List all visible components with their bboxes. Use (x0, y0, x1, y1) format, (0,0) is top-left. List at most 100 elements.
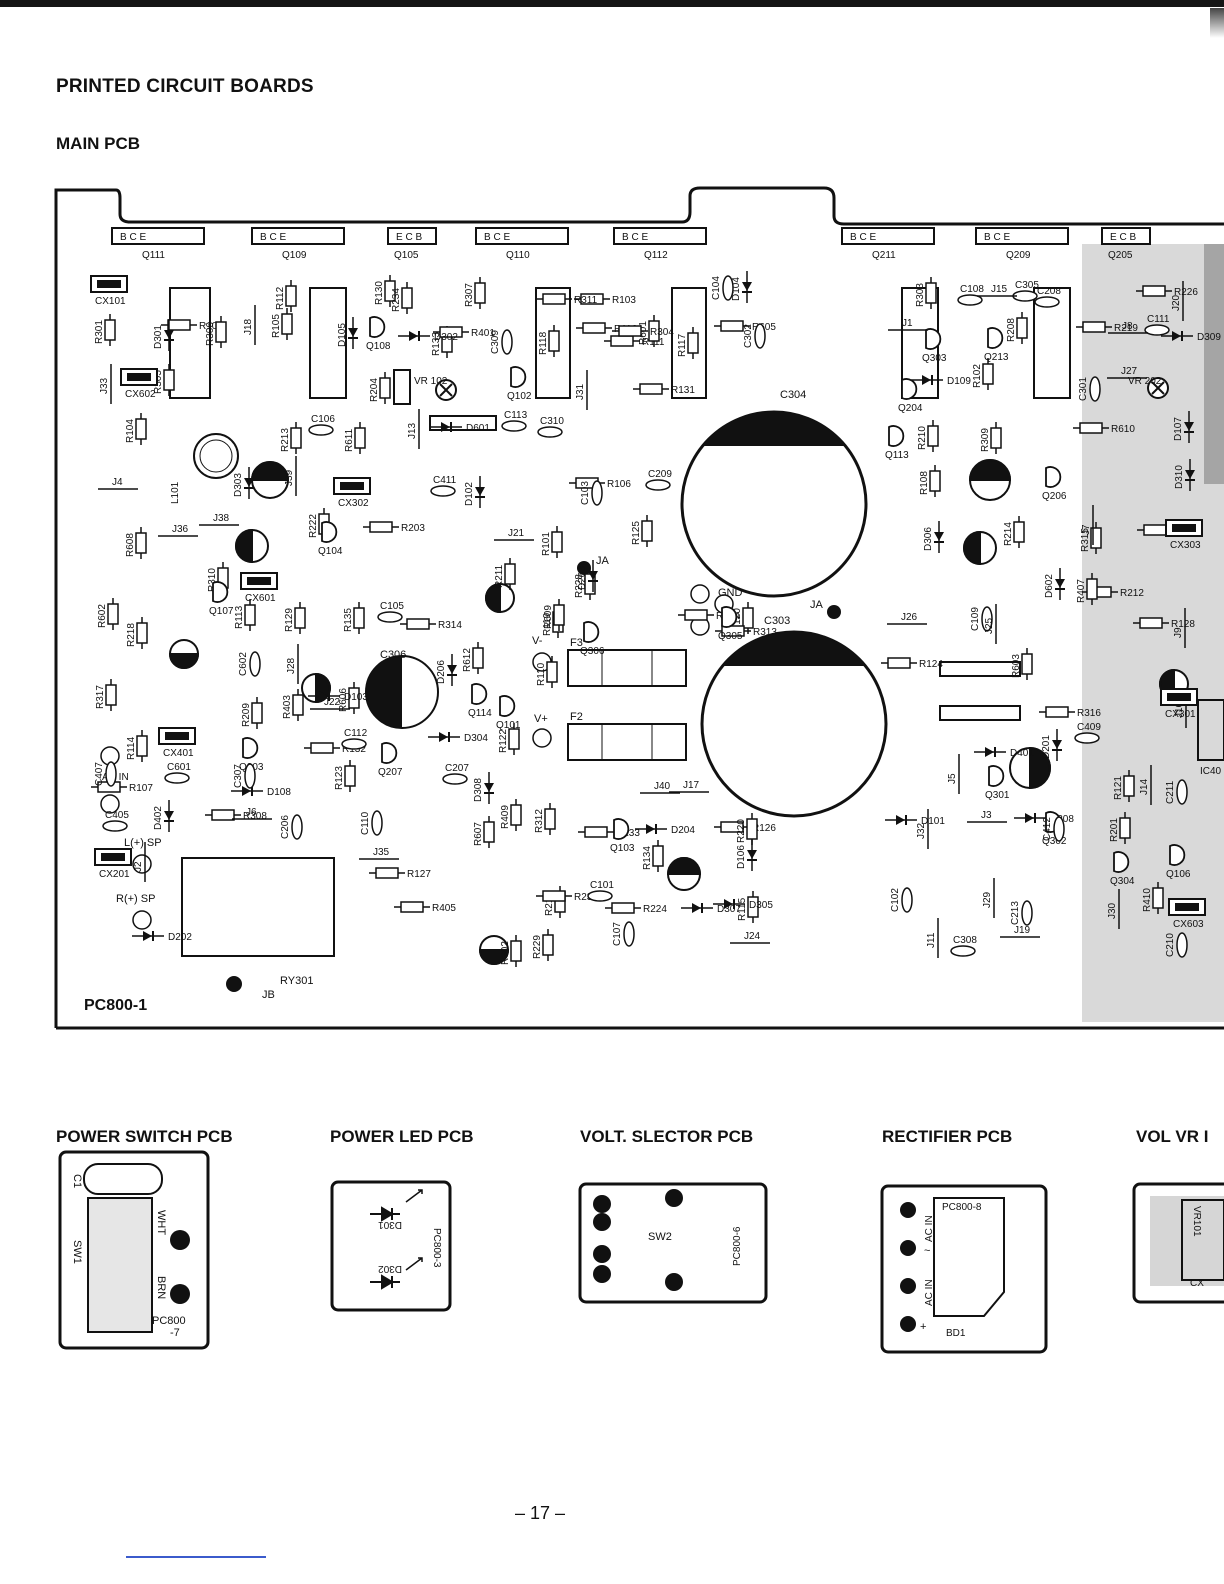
vol-vr-pcb-diagram: VR101 CX (1132, 1182, 1224, 1306)
resistor-label: R214 (1003, 522, 1014, 546)
capacitor-label: C103 (580, 481, 591, 505)
resistor-label: R117 (677, 333, 688, 357)
transistor-label: Q301 (985, 790, 1010, 801)
jumper-j8: J8 (1108, 321, 1148, 334)
resistor-r229: R229 (532, 929, 554, 961)
resistor-r108: R108 (919, 465, 941, 497)
jumper-label: J33 (99, 377, 110, 394)
volt-selector-pcb-title: VOLT. SLECTOR PCB (580, 1127, 754, 1146)
resistor-r102: R102 (972, 358, 994, 390)
capacitor-c306: C306 (365, 649, 439, 729)
resistor-label: R103 (612, 295, 636, 306)
jumper-label: J19 (1014, 925, 1031, 936)
capacitor-label: C213 (1010, 901, 1021, 925)
jumper-j7: J7 (1081, 505, 1094, 545)
jumper-j9: J9 (1173, 608, 1186, 648)
diode-label: D201 (1041, 735, 1052, 759)
capacitor-label: C113 (504, 410, 528, 421)
jumper-label: J22 (324, 697, 341, 708)
resistor-label: R134 (642, 846, 653, 870)
capacitor-c113: C113 (501, 410, 528, 432)
diode-d307: D307 (681, 903, 741, 915)
resistor-label: R119 (542, 612, 553, 636)
resistor-label: R609 (543, 605, 554, 629)
power-led-pcb-diagram: D301 D302 PC800-3 (330, 1180, 454, 1314)
resistor-label: R405 (432, 903, 456, 914)
fuse-f3: F3 (567, 637, 687, 687)
header-pins: B C E (622, 232, 648, 243)
resistor-r315: R315 (1080, 522, 1102, 554)
header-ref: Q205 (1108, 250, 1133, 261)
diode-d106: D106 (736, 839, 757, 871)
jumper-label: J14 (1139, 778, 1150, 795)
resistor-label: R403 (282, 695, 293, 719)
transistor-q206: Q206 (1042, 466, 1067, 502)
resistor-r123: R123 (334, 760, 356, 792)
resistor-label: R124 (919, 659, 943, 670)
header-pins: B C E (984, 232, 1010, 243)
capacitor-c104: C104 (711, 275, 734, 301)
capacitor-label: C602 (238, 652, 249, 676)
page-number: – 17 – (514, 1503, 566, 1523)
capacitor-c210: C210 (1165, 932, 1188, 958)
resistor-r226: R226 (1136, 285, 1198, 298)
resistor-r316: R316 (1039, 706, 1101, 719)
capacitor-c105: C105 (377, 601, 404, 623)
diode-label: D302 (434, 332, 458, 343)
resistor-label: R101 (541, 532, 552, 556)
resistor-r124: R124 (881, 657, 943, 670)
resistor-label: R210 (917, 426, 928, 450)
jumper-j6: J6 (232, 807, 272, 820)
relay-ry301: RY301 JB (181, 857, 335, 1001)
jumper-label: J25 (984, 617, 995, 634)
header-pins: B C E (260, 232, 286, 243)
jumper-label: J32 (916, 822, 927, 839)
resistor-label: R229 (532, 935, 543, 959)
capacitor-label: C302 (743, 324, 754, 348)
resistor-r305: R305 (153, 364, 175, 396)
transistor-label: Q304 (1110, 876, 1135, 887)
resistor-r303: R303 (915, 277, 937, 309)
jumper-j5: J5 (947, 754, 960, 794)
svg-text:VR101: VR101 (1191, 1206, 1202, 1237)
volt-selector-pcb-diagram: SW2 PC800-6 (578, 1182, 770, 1306)
resistor-r601: R601 (638, 315, 660, 347)
resistor-label: R612 (462, 648, 473, 672)
resistor-label: R602 (97, 604, 108, 628)
resistor-r610: R610 (1073, 422, 1135, 435)
resistor-label: R607 (473, 822, 484, 846)
connector-cx201: CX201 (94, 848, 132, 880)
svg-text:GND: GND (718, 587, 743, 599)
jumper-j31: J31 (575, 370, 588, 410)
diode-d306: D306 (923, 521, 944, 553)
resistor-r122: R122 (498, 723, 520, 755)
transistor-label: Q113 (885, 450, 909, 461)
jumper-j38: J38 (199, 513, 239, 526)
capacitor-label: C305 (1015, 280, 1039, 291)
capacitor-c206: C206 (280, 814, 303, 840)
resistor-r131: R131 (633, 383, 695, 396)
jumper-j17: J17 (669, 780, 709, 793)
connector-label: CX401 (163, 748, 194, 759)
diode-d303: D303 (233, 467, 254, 499)
diode-label: D104 (731, 277, 742, 301)
diode-d309: D309 (1161, 331, 1221, 343)
jumper-label: J1 (902, 318, 913, 329)
jumper-j21: J21 (494, 528, 534, 541)
svg-text:JB: JB (262, 989, 275, 1001)
transistor-label: Q213 (984, 352, 1009, 363)
resistor-label: R113 (234, 605, 245, 629)
resistor-r311: R311 (536, 293, 598, 306)
transistor-label: Q114 (468, 708, 492, 719)
jumper-j14: J14 (1139, 765, 1152, 805)
resistor-label: R303 (915, 283, 926, 307)
diode-d301: D301 (153, 319, 174, 351)
transistor-q108: Q108 (366, 316, 391, 352)
diode-label: D308 (473, 778, 484, 802)
connector-label: CX601 (245, 593, 276, 604)
header-pins: E C B (1110, 232, 1136, 243)
diode-d402: D402 (153, 800, 174, 832)
svg-text:PC800-8: PC800-8 (942, 1202, 982, 1213)
capacitor-c111: C111 (1144, 314, 1170, 336)
